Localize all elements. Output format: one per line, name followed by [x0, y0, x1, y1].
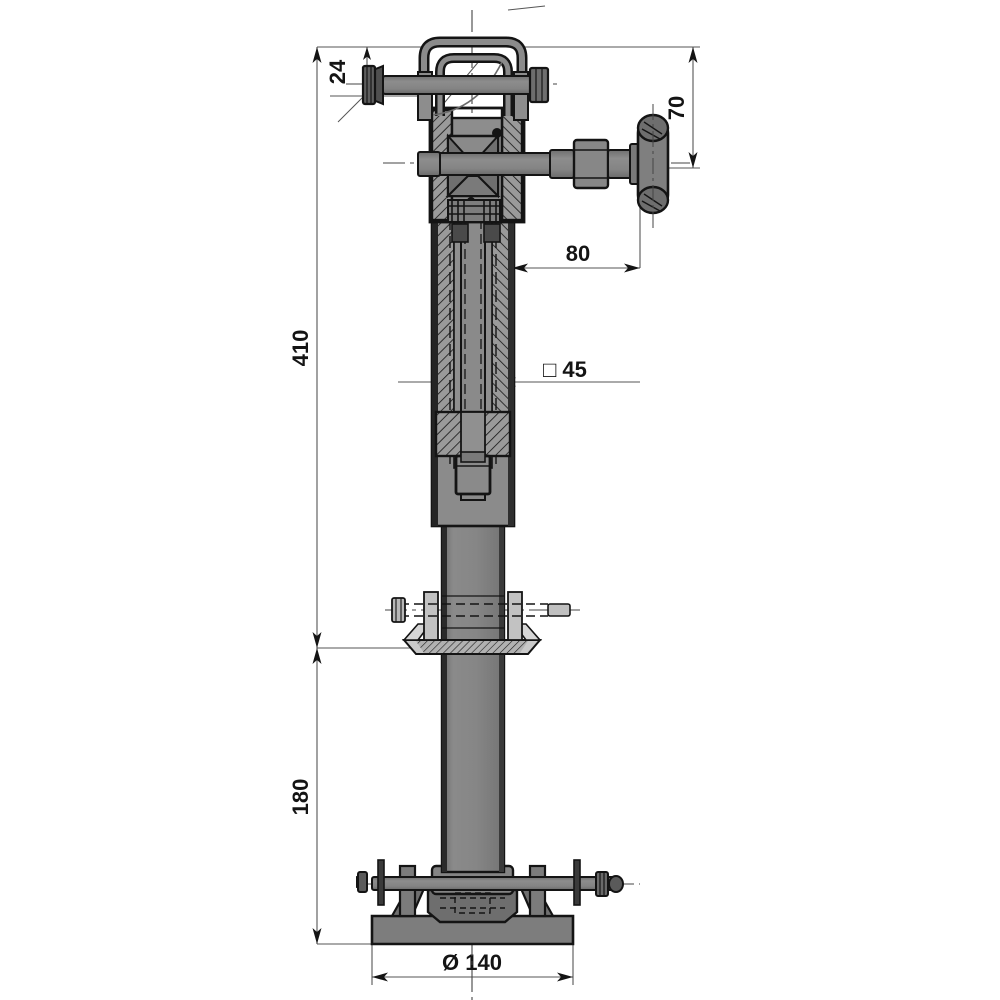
- dimension-410: 410: [288, 47, 322, 648]
- u-bolt-bracket: [417, 36, 529, 121]
- crank-handle: [636, 104, 670, 232]
- crank-spindle: [417, 138, 641, 190]
- dimension-80: 80: [512, 241, 640, 273]
- inner-tube: [440, 498, 506, 874]
- housing-fasteners: [451, 223, 501, 243]
- dimension-24-label: 24: [325, 59, 350, 84]
- dimension-70-label: 70: [664, 96, 689, 120]
- spindle-nut-block: [434, 410, 512, 496]
- dimension-45-label: □ 45: [543, 357, 587, 382]
- dimension-70: 70: [664, 47, 698, 168]
- mounting-flange: [391, 591, 571, 655]
- dimension-410-label: 410: [288, 330, 313, 367]
- dimension-180: 180: [288, 648, 322, 944]
- hex-nut-left: [361, 64, 384, 106]
- cross-bolt: [361, 64, 550, 106]
- dimension-180-label: 180: [288, 779, 313, 816]
- dimension-80-label: 80: [566, 241, 590, 266]
